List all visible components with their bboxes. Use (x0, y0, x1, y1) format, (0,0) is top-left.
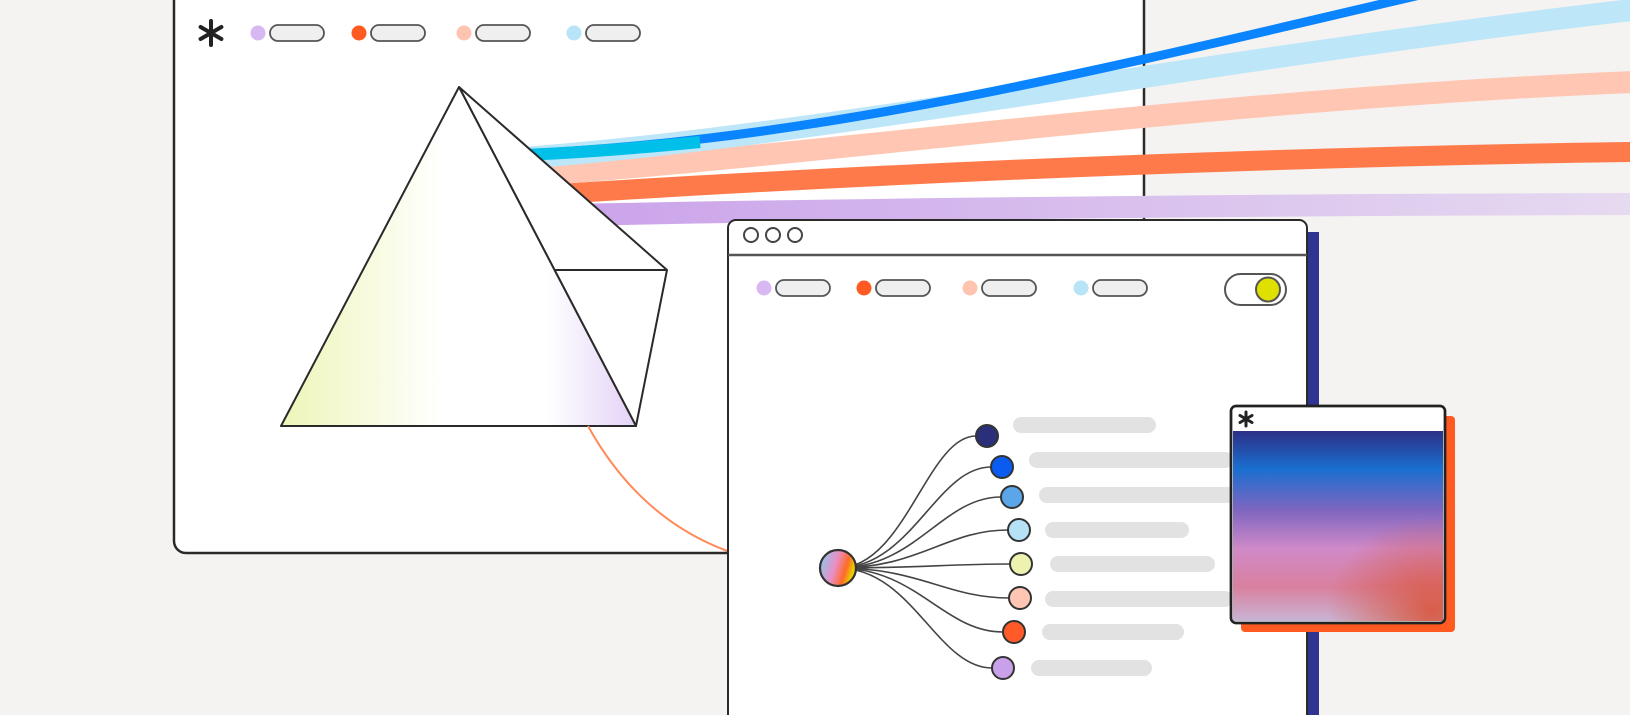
tree-node[interactable] (1008, 586, 1032, 610)
window-control-close[interactable] (743, 227, 759, 243)
legend-chip-lavender[interactable] (756, 279, 831, 297)
legend-dot (566, 25, 582, 41)
tree-edge (837, 563, 1011, 569)
legend-dot (756, 280, 772, 296)
tree-node[interactable] (1000, 485, 1024, 509)
legend-pill (585, 24, 641, 42)
ray-peach (504, 71, 1630, 188)
legend-dot (351, 25, 367, 41)
tree-edge (837, 567, 993, 669)
asterisk-icon (198, 19, 224, 47)
legend-pill (981, 279, 1037, 297)
ray-orange (509, 142, 1630, 207)
list-item-placeholder (1013, 417, 1156, 433)
tree-edge (837, 496, 1002, 569)
window-control-maximize[interactable] (787, 227, 803, 243)
asterisk-icon (1238, 410, 1254, 428)
tree-edge (837, 466, 992, 569)
legend-dot (856, 280, 872, 296)
legend-chip-light-blue[interactable] (566, 24, 641, 42)
tree-node[interactable] (1002, 620, 1026, 644)
legend-chip-lavender[interactable] (250, 24, 325, 42)
legend-chip-peach[interactable] (456, 24, 531, 42)
legend-chip-light-blue[interactable] (1073, 279, 1148, 297)
list-item-placeholder (1045, 591, 1233, 607)
tree-edge (837, 567, 1004, 633)
list-item-placeholder (1031, 660, 1152, 676)
list-item-placeholder (1050, 556, 1215, 572)
list-item-placeholder (1039, 487, 1238, 503)
tree-node[interactable] (991, 656, 1015, 680)
legend-pill (269, 24, 325, 42)
legend-pill (1092, 279, 1148, 297)
legend-pill (370, 24, 426, 42)
legend-dot (456, 25, 472, 41)
legend-dot (1073, 280, 1089, 296)
list-item-placeholder (1045, 522, 1189, 538)
prism (280, 86, 668, 427)
legend-pill (775, 279, 831, 297)
legend-pill (875, 279, 931, 297)
legend-chip-peach[interactable] (962, 279, 1037, 297)
legend-dot (250, 25, 266, 41)
window-controls[interactable] (743, 227, 803, 243)
toggle-knob (1255, 276, 1281, 303)
tree-node[interactable] (1009, 552, 1033, 576)
window-control-minimize[interactable] (765, 227, 781, 243)
ray-lavender (519, 193, 1630, 227)
gradient-card (1229, 404, 1447, 625)
legend-chip-orange[interactable] (856, 279, 931, 297)
legend-chip-orange[interactable] (351, 24, 426, 42)
tree-edge (837, 529, 1009, 569)
tree-node[interactable] (975, 424, 999, 448)
tree-edge (837, 567, 1010, 599)
list-item-placeholder (1029, 452, 1233, 468)
tree-node[interactable] (990, 455, 1014, 479)
tree-node[interactable] (1007, 518, 1031, 542)
toggle-switch[interactable] (1224, 273, 1287, 306)
legend-pill (475, 24, 531, 42)
tree-hub-node[interactable] (818, 548, 858, 588)
legend-dot (962, 280, 978, 296)
list-item-placeholder (1042, 624, 1184, 640)
tree-edge (837, 435, 977, 569)
